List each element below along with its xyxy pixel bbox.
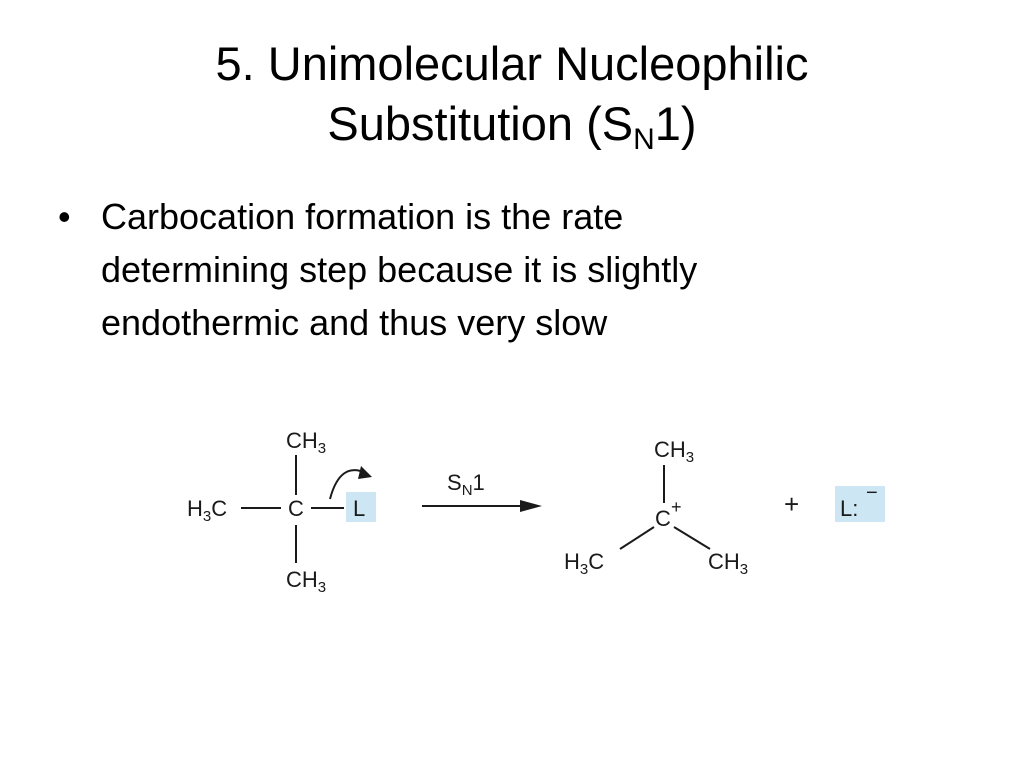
product: CH3 C + H3C CH3 <box>564 437 748 578</box>
product-top-group: CH3 <box>654 437 694 466</box>
bullet-line: determining step because it is slightly <box>101 249 698 290</box>
reaction-arrow: SN1 <box>422 470 542 512</box>
arrow-head <box>520 500 542 512</box>
reactant: CH3 H3C C L CH3 <box>187 428 376 596</box>
bullet-line: Carbocation formation is the rate <box>101 196 624 237</box>
product-center-carbon: C <box>655 506 671 531</box>
reactant-top-group: CH3 <box>286 428 326 457</box>
anion-charge: − <box>866 482 878 504</box>
reactant-left-group: H3C <box>187 496 227 525</box>
curved-arrow-head <box>358 466 372 479</box>
bullet-list: • Carbocation formation is the rate dete… <box>58 190 958 349</box>
plus-sign: + <box>784 489 799 519</box>
reaction-svg: CH3 H3C C L CH3 SN1 CH <box>187 428 885 596</box>
reactant-bottom-group: CH3 <box>286 567 326 596</box>
bullet-marker: • <box>58 196 71 237</box>
title-line-1: 5. Unimolecular Nucleophilic <box>215 37 809 90</box>
product-bond-right <box>673 526 711 550</box>
reaction-diagram: CH3 H3C C L CH3 SN1 CH <box>170 415 900 615</box>
slide-title: 5. Unimolecular Nucleophilic Substitutio… <box>0 34 1024 156</box>
product-bond-left <box>619 526 655 550</box>
product-right-group: CH3 <box>708 549 748 578</box>
product-left-group: H3C <box>564 549 604 578</box>
anion-highlight <box>835 486 885 522</box>
leaving-group: L <box>353 496 365 521</box>
bullet-item: • Carbocation formation is the rate dete… <box>58 190 958 349</box>
bullet-line: endothermic and thus very slow <box>101 302 608 343</box>
leaving-group-highlight <box>346 492 376 522</box>
anion-symbol: L: <box>840 496 858 521</box>
reactant-center-carbon: C <box>288 496 304 521</box>
arrow-label: SN1 <box>447 470 485 499</box>
carbocation-charge: + <box>671 497 682 517</box>
leaving-anion: L: − <box>835 482 885 522</box>
title-line-2: Substitution (SN1) <box>327 97 697 156</box>
